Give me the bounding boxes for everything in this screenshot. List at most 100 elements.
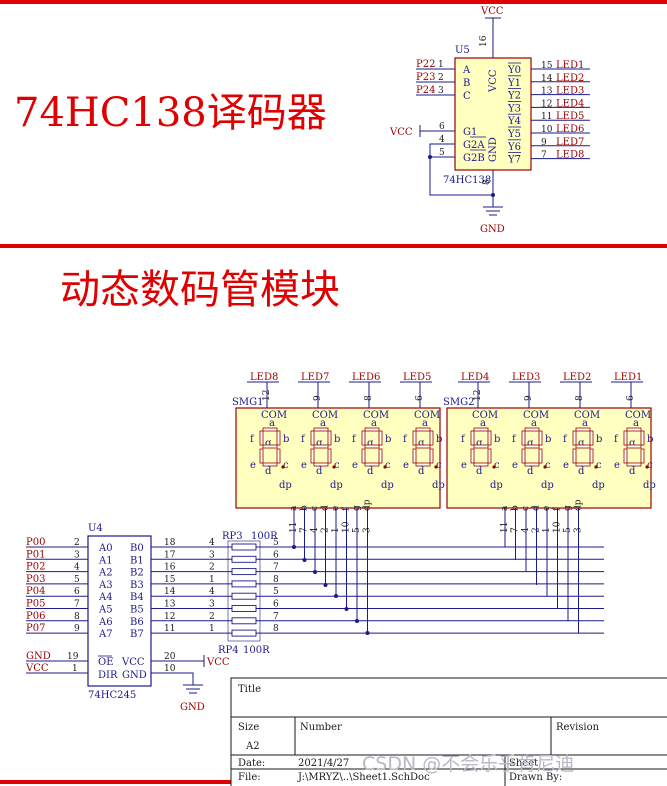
segment-bus-pin: 11 bbox=[500, 522, 510, 533]
segment-letter-e: e bbox=[301, 460, 307, 471]
segment-letter-f: f bbox=[563, 434, 568, 445]
u4-b-pin: 17 bbox=[164, 550, 176, 560]
segment-letter-b: b bbox=[545, 434, 551, 445]
u4-b-name: B5 bbox=[130, 605, 144, 616]
segment-bus-pin: 7 bbox=[300, 527, 310, 533]
digit-net-label: LED1 bbox=[614, 372, 642, 383]
segment-bar bbox=[626, 444, 642, 449]
segment-bus-name: g bbox=[563, 505, 573, 511]
segment-bar bbox=[640, 430, 645, 446]
u5-input-name: B bbox=[463, 78, 470, 89]
segment-bar bbox=[487, 430, 492, 446]
u5-vcc-name: VCC bbox=[488, 69, 499, 93]
resistor-left-pin: 3 bbox=[209, 550, 215, 560]
segment-letter-b: b bbox=[283, 434, 289, 445]
digit-com-pin: 8 bbox=[575, 395, 585, 401]
u4-name: 74HC245 bbox=[88, 690, 136, 701]
u5-enable-name: G2B bbox=[463, 153, 485, 164]
segment-bus-name: f bbox=[553, 507, 563, 511]
segment-bus-pin: 5 bbox=[563, 527, 573, 533]
segment-letter-dp: dp bbox=[330, 480, 343, 491]
segment-bar bbox=[412, 430, 417, 446]
u5-name: 74HC138 bbox=[443, 175, 491, 186]
u5-output-pin: 13 bbox=[541, 87, 553, 97]
segment-bar bbox=[313, 427, 329, 432]
segment-bus-pin: 10 bbox=[342, 521, 352, 533]
segment-letter-d: d bbox=[316, 466, 323, 477]
u5-vcc-pin: 16 bbox=[479, 35, 489, 47]
segment-letter-g: g bbox=[527, 438, 534, 449]
u5-output-net: LED7 bbox=[556, 137, 584, 148]
u4-a-net: P07 bbox=[26, 623, 45, 634]
segment-bar bbox=[626, 427, 642, 432]
u5-input-name: C bbox=[463, 91, 471, 102]
segment-bar bbox=[640, 448, 645, 464]
digit-com-pin: 8 bbox=[364, 395, 374, 401]
u4-b-pin: 14 bbox=[164, 587, 176, 597]
segment-letter-b: b bbox=[494, 434, 500, 445]
segment-letter-g: g bbox=[316, 438, 323, 449]
segment-bar bbox=[470, 448, 475, 464]
digit-net-label: LED5 bbox=[403, 372, 431, 383]
u5-output-net: LED4 bbox=[556, 98, 584, 109]
file-value: J:\MRYZ\..\Sheet1.SchDoc bbox=[297, 772, 430, 783]
segment-bus-name: c bbox=[310, 506, 320, 511]
segment-letter-b: b bbox=[596, 434, 602, 445]
digit-com-label: COM bbox=[472, 410, 498, 421]
segment-letter-c: c bbox=[545, 460, 551, 471]
title-block: Title Size A2 Number Revision Date: 2021… bbox=[230, 677, 667, 786]
digit-net-label: LED7 bbox=[301, 372, 329, 383]
u4-vcc-net: VCC bbox=[206, 657, 230, 668]
segment-bar bbox=[276, 430, 281, 446]
segment-bar bbox=[262, 462, 278, 467]
u5-output-net: LED5 bbox=[556, 111, 584, 122]
u5-gnd-net: GND bbox=[480, 224, 505, 235]
segment-bus-name: b bbox=[511, 505, 521, 511]
u4-b-pin: 18 bbox=[164, 538, 176, 548]
u5-output-net: LED3 bbox=[556, 86, 584, 97]
segment-bar bbox=[575, 444, 591, 449]
segment-bar bbox=[521, 448, 526, 464]
segment-letter-e: e bbox=[512, 460, 518, 471]
u5-input-pin: 1 bbox=[438, 60, 444, 70]
segment-bar bbox=[364, 462, 380, 467]
segment-bar bbox=[524, 462, 540, 467]
segment-bus-name: a bbox=[289, 505, 299, 511]
segment-bus-name: d bbox=[532, 505, 542, 511]
digit-net-label: LED3 bbox=[512, 372, 540, 383]
segment-letter-dp: dp bbox=[279, 480, 292, 491]
u4-oe-pin: 19 bbox=[67, 652, 79, 662]
segment-letter-g: g bbox=[578, 438, 585, 449]
segment-letter-e: e bbox=[403, 460, 409, 471]
segment-bar bbox=[572, 430, 577, 446]
u4-ref: U4 bbox=[88, 523, 103, 534]
resistor-right-pin: 5 bbox=[273, 587, 279, 597]
resistor-right-pin: 7 bbox=[273, 612, 279, 622]
u4-gnd-name: GND bbox=[122, 670, 147, 681]
segment-letter-f: f bbox=[512, 434, 517, 445]
u5-enable-name: G1 bbox=[463, 127, 477, 138]
resistor-right-pin: 7 bbox=[273, 563, 279, 573]
segment-bar bbox=[361, 430, 366, 446]
resistor-left-pin: 1 bbox=[209, 575, 215, 585]
segment-bar bbox=[378, 448, 383, 464]
digit-com-label: COM bbox=[414, 410, 440, 421]
segment-letter-a: a bbox=[371, 418, 377, 429]
segment-bar bbox=[470, 430, 475, 446]
display-body bbox=[446, 407, 652, 509]
segment-letter-dp: dp bbox=[381, 480, 394, 491]
segment-bus-name: f bbox=[342, 507, 352, 511]
resistor-right-pin: 6 bbox=[273, 600, 279, 610]
u4-a-name: A2 bbox=[98, 568, 113, 579]
segment-bar bbox=[473, 462, 489, 467]
u4-vcc-name: VCC bbox=[121, 657, 145, 668]
decoder-section-title: 74HC138译码器 bbox=[14, 90, 327, 136]
segment-letter-d: d bbox=[527, 466, 534, 477]
segment-letter-d: d bbox=[265, 466, 272, 477]
segment-letter-e: e bbox=[352, 460, 358, 471]
resistor-element bbox=[231, 543, 257, 551]
segment-letter-c: c bbox=[283, 460, 289, 471]
segment-letter-g: g bbox=[418, 438, 425, 449]
u4-a-pin: 2 bbox=[74, 538, 80, 548]
